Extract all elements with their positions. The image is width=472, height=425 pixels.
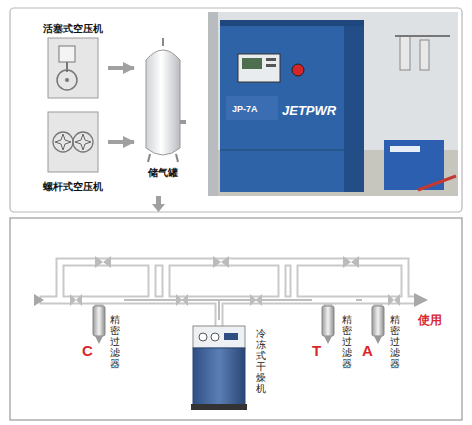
compressor-label: 活塞式空压机 [40, 22, 106, 36]
pipe-connector [356, 299, 362, 301]
dryer-label: 冷冻式干燥机 [256, 328, 266, 394]
screw-compressor-icon [48, 112, 98, 172]
top-frame [10, 8, 462, 212]
compressor-box: 活塞式空压机 [40, 20, 108, 104]
tank-node: 储气罐 [134, 34, 194, 186]
piston-compressor-icon [48, 38, 98, 98]
bottom-frame [10, 218, 462, 420]
flow-arrow [108, 140, 134, 144]
tank-label: 储气罐 [134, 166, 192, 180]
compressor-photo [208, 12, 458, 196]
filter-node: T 精密过滤器 [312, 298, 356, 382]
dryer-icon [191, 326, 247, 410]
air-tank [146, 38, 186, 162]
filter-node: C 精密过滤器 [80, 298, 124, 382]
pipe-connector [219, 300, 312, 320]
compressor-box: 螺杆式空压机 [40, 110, 108, 198]
filter-label: 精密过滤器 [110, 314, 120, 369]
model-text: JP-7A [232, 104, 258, 114]
compressor-label: 螺杆式空压机 [40, 180, 106, 194]
filter-letter: T [312, 342, 321, 359]
brand-text: JETPWR [282, 103, 336, 118]
filter-letter: A [362, 342, 373, 359]
filter-node: A 精密过滤器 [362, 298, 406, 382]
filter-label: 精密过滤器 [390, 314, 400, 369]
filter-letter: C [82, 342, 93, 359]
pipe-connector [124, 300, 219, 320]
flow-arrow [108, 66, 134, 70]
filter-label: 精密过滤器 [342, 314, 352, 369]
down-arrow [152, 196, 165, 212]
outlet-label: 使用 [418, 312, 442, 329]
dryer-node: 冷冻式干燥机 [188, 320, 272, 414]
